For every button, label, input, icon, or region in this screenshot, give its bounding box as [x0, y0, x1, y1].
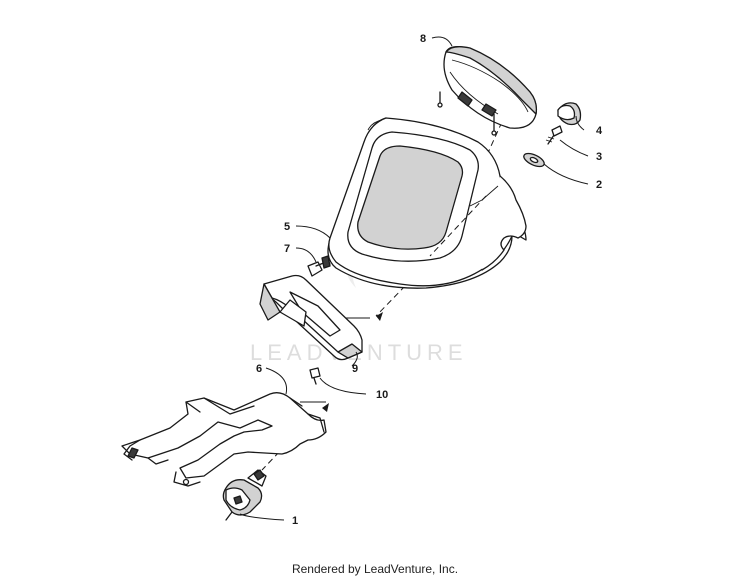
callout-9: 9 [352, 363, 358, 375]
part-1-switch[interactable] [222, 469, 267, 521]
callout-10: 10 [376, 389, 388, 401]
part-2-washer[interactable] [522, 151, 546, 169]
part-8-gauge[interactable] [437, 46, 538, 136]
callout-6: 6 [256, 363, 262, 375]
part-10-fastener[interactable] [309, 367, 321, 385]
callout-5: 5 [284, 221, 290, 233]
part-6-mount-bracket[interactable] [121, 392, 327, 487]
callout-2: 2 [596, 179, 602, 191]
part-7-rivet[interactable] [307, 255, 331, 277]
part-5-dash-pod[interactable] [327, 117, 527, 289]
callout-7: 7 [284, 243, 290, 255]
part-3-screw[interactable] [545, 125, 563, 145]
arrow-marker-lower [322, 403, 329, 412]
callout-4: 4 [596, 125, 603, 137]
assembly-axis-bottom [261, 429, 301, 471]
arrow-marker-upper [376, 312, 383, 321]
leader-lines [239, 36, 589, 521]
part-4-knob[interactable] [557, 102, 582, 126]
callout-1: 1 [292, 515, 298, 527]
footer-credit: Rendered by LeadVenture, Inc. [291, 562, 459, 576]
callout-3: 3 [596, 151, 602, 163]
callout-8: 8 [420, 33, 426, 45]
part-9-bracket[interactable] [259, 274, 363, 361]
